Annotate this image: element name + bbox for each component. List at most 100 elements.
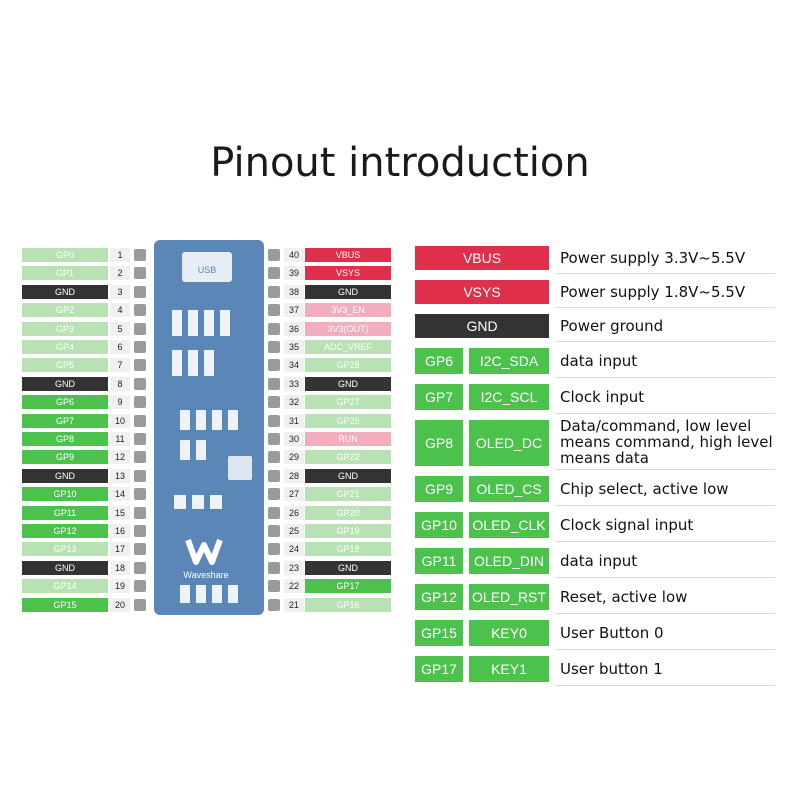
left-header-pin: [134, 304, 146, 317]
right-pin-number: 39: [284, 266, 304, 281]
legend-pin: GP11: [415, 548, 463, 574]
left-header-pin: [134, 377, 146, 390]
legend-row: GND Power ground: [415, 314, 775, 344]
legend-function: OLED_CS: [469, 476, 549, 502]
left-header-pin: [134, 469, 146, 482]
right-pin-number: 28: [284, 468, 304, 483]
right-pin-label: GND: [305, 376, 391, 391]
right-header-pin: [268, 304, 280, 317]
legend-description: User Button 0: [560, 625, 664, 641]
right-header-pin: [268, 285, 280, 298]
legend-description-line: Power supply 1.8V~5.5V: [560, 283, 746, 301]
right-header-pin: [268, 561, 280, 574]
right-pin-label: GP28: [305, 358, 391, 373]
right-pin-label: GP20: [305, 505, 391, 520]
left-pin-label: GP4: [22, 340, 108, 354]
legend-separator: [555, 685, 775, 686]
legend-function: OLED_DIN: [469, 548, 549, 574]
legend-description: Clock signal input: [560, 517, 693, 533]
left-pin-label: GP11: [22, 505, 108, 520]
left-header-pin: [134, 488, 146, 501]
usb-label: USB: [198, 265, 217, 275]
left-header-pin: [134, 285, 146, 298]
right-pin-label: GP22: [305, 450, 391, 465]
left-pin-number: 3: [110, 284, 130, 299]
left-pin-number: 2: [110, 266, 130, 281]
chip: [228, 456, 252, 480]
left-pin-number: 11: [110, 432, 130, 446]
right-pin-label: GP18: [305, 542, 391, 557]
right-pin-number: 29: [284, 450, 304, 465]
legend-pin: GP15: [415, 620, 463, 646]
right-header-pin: [268, 377, 280, 390]
legend-separator: [555, 577, 775, 578]
legend-description-line: Power ground: [560, 317, 664, 335]
left-pin-number: 16: [110, 524, 130, 538]
right-pin-number: 35: [284, 340, 304, 354]
left-pin-label: GP2: [22, 303, 108, 318]
left-header-pin: [134, 249, 146, 261]
pico-board: USB Waveshare: [140, 240, 278, 615]
legend-separator: [555, 505, 775, 506]
legend-description-line: Clock input: [560, 388, 645, 406]
right-pin-label: GP19: [305, 524, 391, 538]
legend-pin: GP9: [415, 476, 463, 502]
left-pin-label: GP6: [22, 395, 108, 410]
right-pin-number: 38: [284, 284, 304, 299]
right-header-pin: [268, 249, 280, 261]
legend-pin: GP12: [415, 584, 463, 610]
legend-separator: [555, 341, 775, 342]
right-header-pin: [268, 433, 280, 445]
left-header-pin: [134, 359, 146, 372]
legend-function: I2C_SDA: [469, 348, 549, 374]
right-pin-label: GP17: [305, 579, 391, 594]
legend-description: data input: [560, 353, 637, 369]
left-pin-label: GND: [22, 376, 108, 391]
legend-separator: [555, 273, 775, 274]
right-header-pin: [268, 341, 280, 353]
right-pin-number: 37: [284, 303, 304, 318]
left-pin-number: 18: [110, 560, 130, 575]
legend-description-line: User button 1: [560, 660, 663, 678]
left-header-pin: [134, 543, 146, 556]
legend-description-line: Data/command, low level: [560, 417, 752, 435]
waveshare-logo-icon: [185, 538, 223, 565]
left-pin-label: GP5: [22, 358, 108, 373]
right-header-pin: [268, 414, 280, 427]
right-pin-label: VBUS: [305, 248, 391, 262]
right-pin-number: 33: [284, 376, 304, 391]
left-pin-label: GP15: [22, 597, 108, 612]
legend-pin: GP17: [415, 656, 463, 682]
left-header-pin: [134, 322, 146, 335]
right-header-pin: [268, 543, 280, 556]
legend-function: GND: [415, 314, 549, 338]
left-pin-label: GND: [22, 468, 108, 483]
left-pin-label: GND: [22, 284, 108, 299]
right-pin-number: 24: [284, 542, 304, 557]
legend-row: VSYS Power supply 1.8V~5.5V: [415, 280, 775, 310]
left-pin-number: 10: [110, 413, 130, 428]
right-pin-label: GND: [305, 468, 391, 483]
left-pin-number: 6: [110, 340, 130, 354]
right-pin-label: RUN: [305, 432, 391, 446]
legend-separator: [555, 613, 775, 614]
right-header-pin: [268, 506, 280, 519]
left-pin-label: GP12: [22, 524, 108, 538]
right-pin-label: GP16: [305, 597, 391, 612]
left-pin-number: 20: [110, 597, 130, 612]
right-pin-number: 31: [284, 413, 304, 428]
right-pin-number: 23: [284, 560, 304, 575]
left-header-pin: [134, 598, 146, 611]
left-pin-number: 4: [110, 303, 130, 318]
legend-separator: [555, 541, 775, 542]
legend-function: VSYS: [415, 280, 549, 304]
legend-function: KEY0: [469, 620, 549, 646]
right-pin-number: 40: [284, 248, 304, 262]
